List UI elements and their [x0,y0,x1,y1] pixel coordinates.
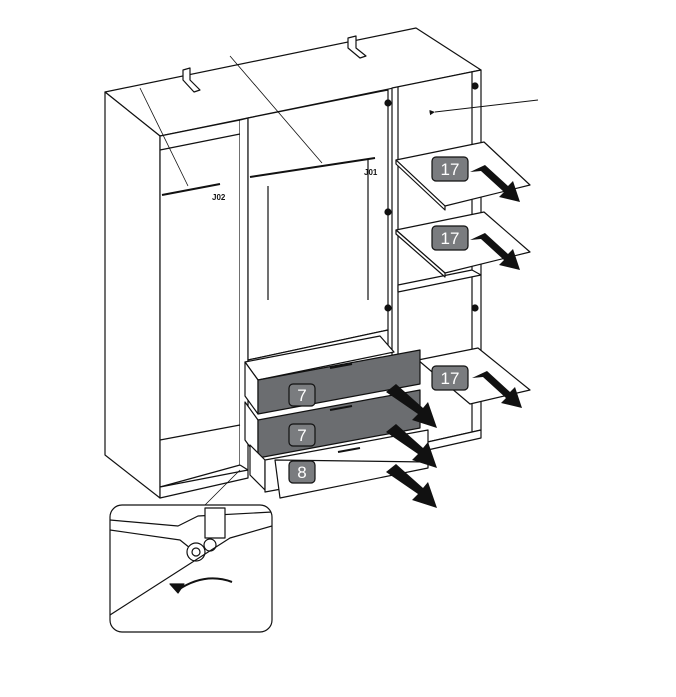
svg-text:17: 17 [441,229,460,248]
badge-drawer-bottom: 8 [288,460,316,484]
label-j02: J02 [212,193,226,202]
badge-shelf-middle: 17 [431,225,469,251]
badge-shelf-top: 17 [431,156,469,182]
svg-text:17: 17 [441,369,460,388]
arrow-drawer-bottom [386,464,437,508]
svg-text:17: 17 [441,160,460,179]
badge-shelf-bottom: 17 [431,365,469,391]
svg-text:7: 7 [297,386,306,405]
arrows [386,165,522,508]
label-j01: J01 [364,168,378,177]
arrow-shelf-bottom [472,371,522,408]
arrow-shelf-middle [470,233,520,270]
badge-drawer-middle: 7 [288,423,316,447]
detail-inset [109,504,273,633]
arrow-shelf-top [470,165,520,202]
svg-text:8: 8 [297,463,306,482]
arrow-drawer-middle [386,424,437,468]
badge-drawer-top: 7 [288,383,316,407]
arrow-drawer-top [386,384,437,428]
svg-text:7: 7 [297,426,306,445]
